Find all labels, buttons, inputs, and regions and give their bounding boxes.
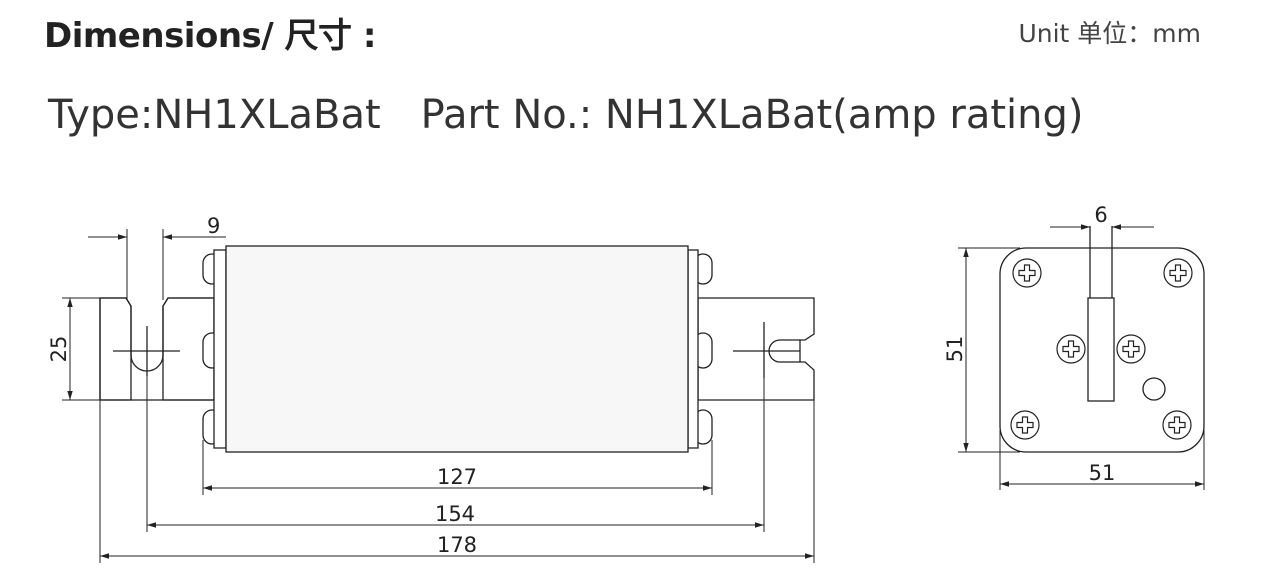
end-view [999, 226, 1205, 453]
side-view-dimensions [62, 229, 815, 563]
screw-icon [1056, 334, 1086, 364]
part-number-label: Part No.: NH1XLaBat(amp rating) [420, 92, 1084, 138]
screw-icon [1162, 410, 1192, 440]
dim-blade-width: 9 [207, 214, 220, 238]
dim-body-length: 127 [437, 465, 477, 489]
screw-icon [1012, 258, 1042, 288]
left-blade-outline [99, 297, 215, 401]
page-title: Dimensions/ 尺寸 : [44, 16, 376, 56]
right-cap-plate [687, 249, 699, 449]
end-view-dimensions [958, 224, 1205, 490]
left-cap-plate [213, 249, 227, 449]
dim-hole-pitch: 154 [435, 502, 475, 526]
dim-end-height: 51 [943, 336, 967, 363]
dim-indicator-width: 6 [1094, 203, 1107, 227]
left-blade [99, 297, 214, 401]
dim-blade-height: 25 [47, 336, 71, 363]
screw-icon [1163, 258, 1193, 288]
dim-end-width: 51 [1089, 461, 1116, 485]
indicator-blade [1087, 297, 1115, 402]
screw-icon [1116, 334, 1146, 364]
indicator-hole [1142, 377, 1166, 401]
dim-overall-length: 178 [437, 533, 477, 557]
unit-label: Unit 单位：mm [1018, 19, 1201, 48]
type-line: Type:NH1XLaBat Part No.: NH1XLaBat(amp ra… [48, 92, 1124, 138]
side-view [99, 245, 815, 453]
screw-icon [1010, 410, 1040, 440]
type-label: Type:NH1XLaBat [48, 92, 381, 138]
screws [1010, 258, 1193, 440]
right-blade-outline [697, 297, 815, 401]
fuse-body [225, 245, 689, 453]
